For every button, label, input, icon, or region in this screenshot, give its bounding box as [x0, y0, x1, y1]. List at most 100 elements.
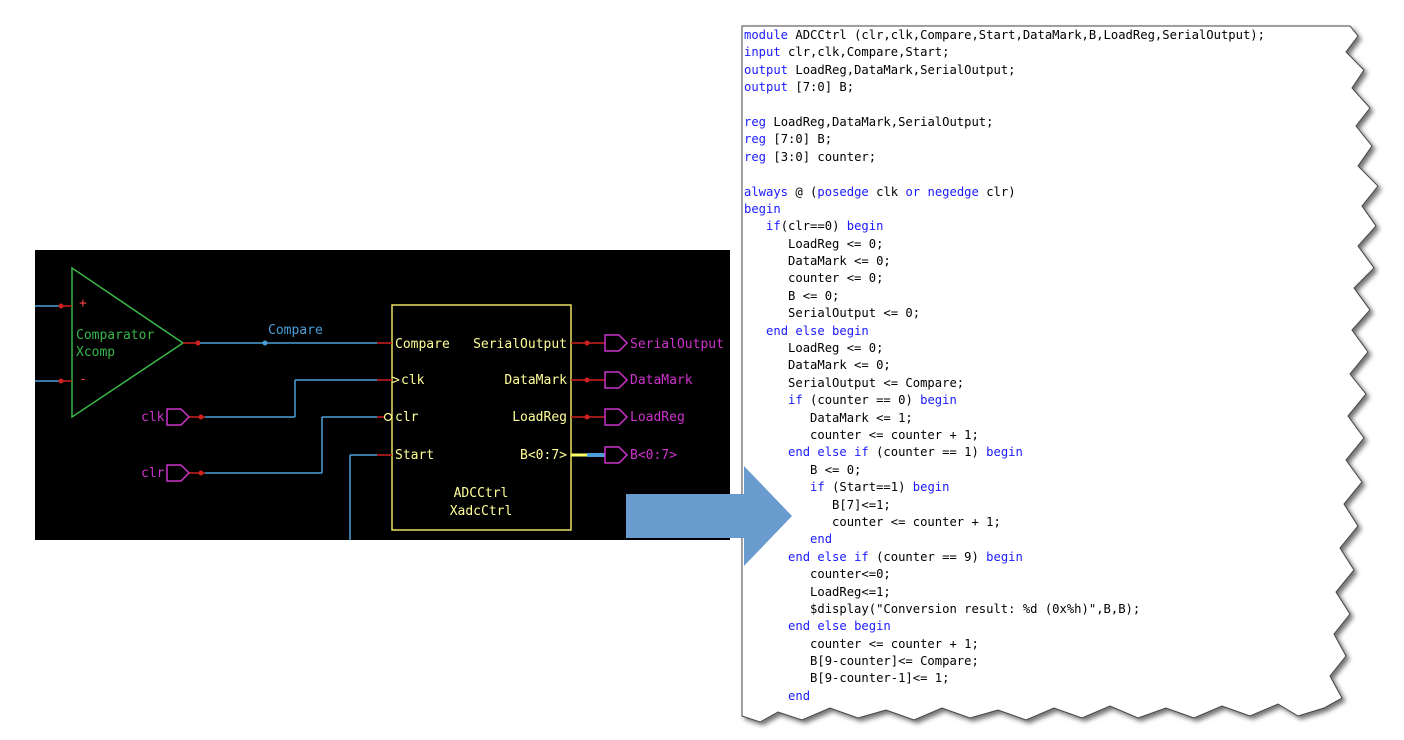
clr-inversion-bubble	[383, 412, 393, 422]
right-arrow-icon	[626, 466, 792, 566]
code-text: B <= 0;	[744, 288, 840, 303]
code-line: if(clr==0) begin	[744, 218, 1265, 235]
code-text: counter <= counter + 1;	[744, 427, 979, 442]
block-pin-start: Start	[395, 448, 434, 463]
code-keyword: if	[810, 480, 825, 495]
code-line: module ADCCtrl (clr,clk,Compare,Start,Da…	[744, 27, 1265, 44]
comparator-minus: -	[79, 372, 87, 387]
code-text: $display("Conversion result: %d (0x%h)",…	[744, 601, 1141, 616]
code-line: B <= 0;	[744, 288, 1265, 305]
code-line: reg [7:0] B;	[744, 131, 1265, 148]
clock-pin-marker: >	[392, 373, 400, 388]
code-line: counter <= counter + 1;	[744, 514, 1265, 531]
block-pin-clk: clk	[401, 373, 425, 388]
code-line: counter<=0;	[744, 566, 1265, 583]
code-keyword: reg	[744, 149, 767, 164]
code-line: end else begin	[744, 618, 1265, 635]
code-text: B[9-counter-1]<= 1;	[744, 671, 950, 686]
code-keyword: end else if	[788, 549, 869, 564]
code-text: counter <= counter + 1;	[744, 636, 979, 651]
code-line: B <= 0;	[744, 462, 1265, 479]
code-text: SerialOutput <= Compare;	[744, 375, 965, 390]
code-keyword: begin	[986, 549, 1023, 564]
code-text: B <= 0;	[744, 462, 862, 477]
code-line: LoadReg <= 0;	[744, 236, 1265, 253]
code-keyword: or	[905, 184, 921, 199]
code-line: always @ (posedge clk or negedge clr)	[744, 184, 1265, 201]
code-text: LoadReg,DataMark,SerialOutput;	[766, 114, 994, 129]
code-keyword: reg	[744, 132, 767, 147]
code-keyword: end else begin	[788, 619, 891, 634]
port-dot-clr	[198, 470, 204, 476]
code-line: reg LoadReg,DataMark,SerialOutput;	[744, 114, 1265, 131]
code-keyword: begin	[986, 445, 1023, 460]
block-pin-compare: Compare	[395, 337, 450, 352]
code-line	[744, 166, 1265, 183]
out-dot-serialoutput	[584, 340, 590, 346]
code-text: LoadReg <= 0;	[744, 341, 884, 356]
output-port-b	[604, 446, 629, 464]
code-keyword: module	[744, 28, 789, 42]
block-name: ADCCtrl	[454, 486, 509, 501]
code-panel: module ADCCtrl (clr,clk,Compare,Start,Da…	[738, 22, 1388, 734]
code-text: (clr==0)	[780, 219, 847, 234]
code-keyword: output	[744, 62, 789, 77]
comparator-label: Comparator	[76, 328, 154, 343]
code-text: counter <= counter + 1;	[744, 514, 1001, 529]
code-text: clk	[868, 184, 906, 199]
pin-dot-plus	[58, 303, 64, 309]
port-label-clr: clr	[141, 466, 165, 481]
code-text: DataMark <= 0;	[744, 254, 891, 269]
code-line: end else begin	[744, 323, 1265, 340]
code-line: input clr,clk,Compare,Start;	[744, 44, 1265, 61]
port-label-serialoutput: SerialOutput	[630, 337, 724, 352]
code-text	[744, 324, 766, 338]
code-text: LoadReg<=1;	[744, 584, 891, 599]
code-text: B[7]<=1;	[744, 497, 891, 512]
code-line: LoadReg<=1;	[744, 584, 1265, 601]
comparator-plus: +	[79, 296, 87, 311]
comparator-symbol	[71, 266, 185, 419]
code-text	[744, 219, 766, 233]
code-line: B[7]<=1;	[744, 497, 1265, 514]
code-text	[744, 689, 788, 703]
code-line: B[9-counter]<= Compare;	[744, 653, 1265, 670]
code-line: output LoadReg,DataMark,SerialOutput;	[744, 62, 1265, 79]
code-text: [3:0] counter;	[766, 149, 877, 164]
code-text: DataMark <= 0;	[744, 358, 891, 373]
code-keyword: always	[744, 184, 789, 199]
code-lines: module ADCCtrl (clr,clk,Compare,Start,Da…	[744, 27, 1265, 705]
port-dot-clk	[198, 414, 204, 420]
code-text	[744, 619, 788, 633]
block-pin-loadreg: LoadReg	[512, 410, 567, 425]
code-text: [7:0] B;	[788, 80, 855, 95]
input-port-clr	[166, 464, 191, 482]
code-line: output [7:0] B;	[744, 79, 1265, 96]
code-text: ADCCtrl (clr,clk,Compare,Start,DataMark,…	[788, 28, 1265, 42]
code-text	[744, 393, 788, 407]
code-line: counter <= 0;	[744, 270, 1265, 287]
code-line: if (Start==1) begin	[744, 479, 1265, 496]
code-text: LoadReg,DataMark,SerialOutput;	[788, 62, 1016, 77]
code-keyword: reg	[744, 114, 767, 129]
code-text: B[9-counter]<= Compare;	[744, 654, 979, 669]
code-keyword: end else begin	[766, 323, 869, 338]
code-text: clr)	[978, 184, 1016, 199]
port-label-b: B<0:7>	[630, 448, 677, 463]
block-pin-datamark: DataMark	[504, 373, 567, 388]
code-line: LoadReg <= 0;	[744, 340, 1265, 357]
code-text: SerialOutput <= 0;	[744, 306, 921, 321]
comparator-instance: Xcomp	[76, 345, 115, 360]
code-line: DataMark <= 1;	[744, 410, 1265, 427]
code-text: clr,clk,Compare,Start;	[780, 45, 950, 60]
out-dot-loadreg	[584, 414, 590, 420]
code-text	[744, 445, 788, 459]
code-keyword: end	[810, 532, 833, 547]
output-port-datamark	[604, 371, 629, 389]
code-line: end else if (counter == 9) begin	[744, 549, 1265, 566]
schematic-panel: + - Comparator Xcomp Compare Compare > c…	[35, 250, 730, 540]
code-keyword: posedge	[817, 184, 869, 199]
block-instance: XadcCtrl	[450, 504, 513, 519]
code-line: end	[744, 688, 1265, 705]
code-text: (counter == 1)	[868, 445, 987, 460]
